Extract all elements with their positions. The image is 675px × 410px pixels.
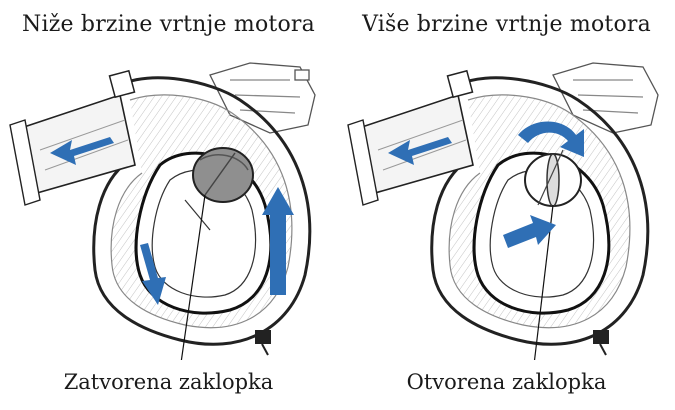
intake-manifold-diagram-open xyxy=(338,55,675,360)
panel-caption: Zatvorena zaklopka xyxy=(0,370,337,394)
panel-title: Više brzine vrtnje motora xyxy=(338,12,675,37)
panel-high-rpm: Više brzine vrtnje motora xyxy=(338,0,675,410)
panel-low-rpm: Niže brzine vrtnje motora xyxy=(0,0,337,410)
outlet-stub xyxy=(255,330,271,355)
outlet-stub xyxy=(593,330,609,355)
intake-manifold-diagram-closed xyxy=(0,55,337,360)
inlet-pipe xyxy=(348,71,473,205)
panel-caption: Otvorena zaklopka xyxy=(338,370,675,394)
inlet-pipe xyxy=(10,71,135,205)
panel-title: Niže brzine vrtnje motora xyxy=(0,12,337,37)
